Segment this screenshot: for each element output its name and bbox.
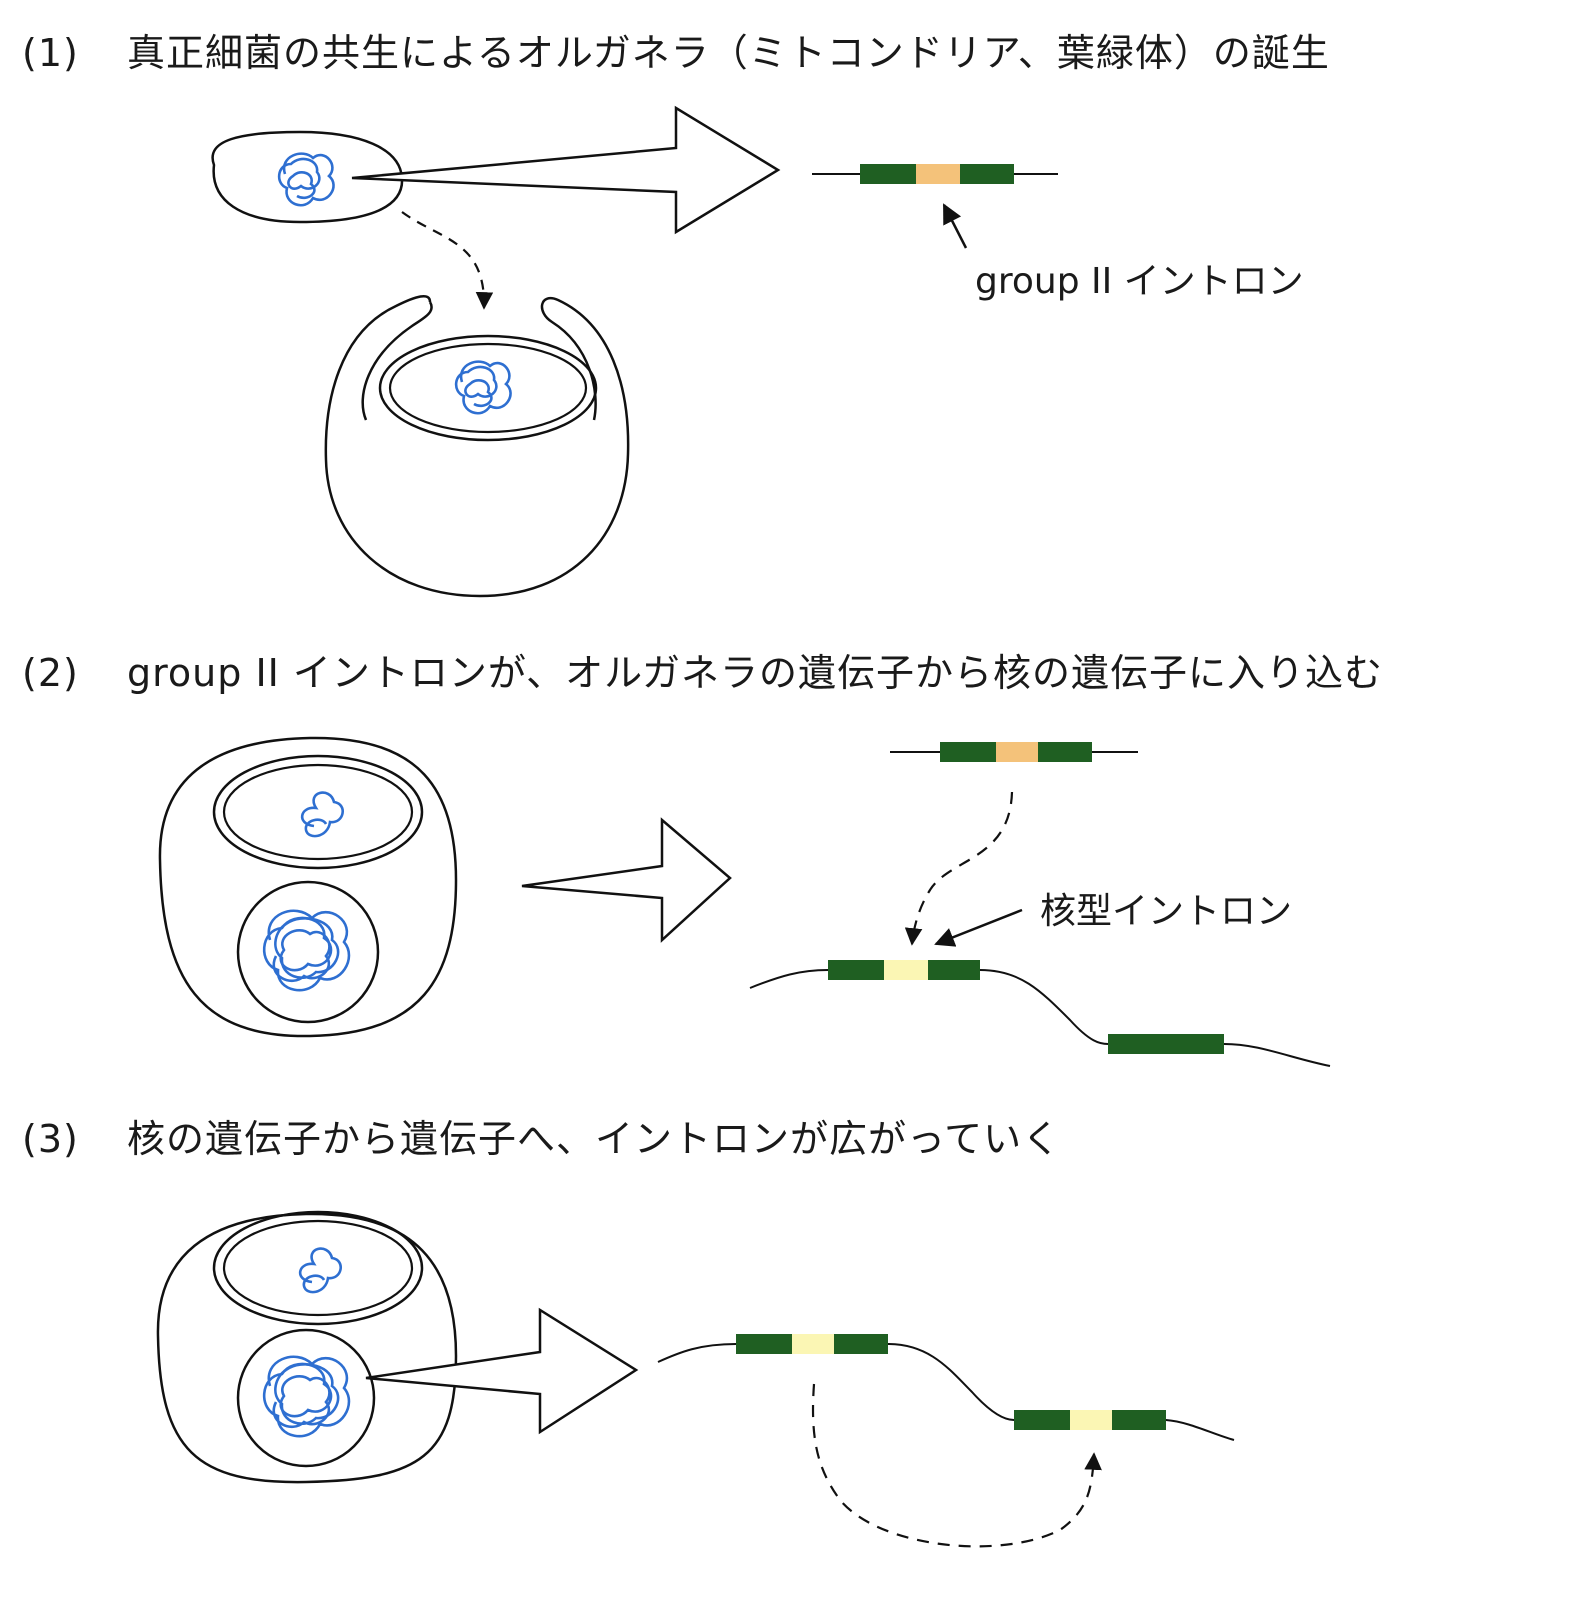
section-1-heading: (1) 真正細菌の共生によるオルガネラ（ミトコンドリア、葉緑体）の誕生 xyxy=(22,22,1330,77)
section-3-heading: (3) 核の遺伝子から遺伝子へ、イントロンが広がっていく xyxy=(22,1108,1061,1163)
big-arrow-2 xyxy=(521,817,732,943)
nuclear-intron-pointer xyxy=(934,908,1023,947)
section-2-number: (2) xyxy=(22,651,79,695)
eukaryotic-cell-3 xyxy=(156,1210,458,1484)
section-3-title: 核の遺伝子から遺伝子へ、イントロンが広がっていく xyxy=(127,1117,1062,1161)
group2-intron-label: group II イントロン xyxy=(975,261,1304,302)
nuclear-intron-label: 核型イントロン xyxy=(1040,891,1293,932)
organelle-gene-2 xyxy=(890,742,1138,762)
section-1-title: 真正細菌の共生によるオルガネラ（ミトコンドリア、葉緑体）の誕生 xyxy=(127,31,1330,75)
eukaryotic-cell-2 xyxy=(158,736,458,1038)
nuclear-gene-3 xyxy=(657,1334,1235,1441)
section-1-number: (1) xyxy=(22,31,79,75)
section-3-number: (3) xyxy=(22,1117,79,1161)
spread-dashed-arrow xyxy=(811,1383,1102,1548)
gene-1 xyxy=(812,164,1058,184)
section-2-title: group II イントロンが、オルガネラの遺伝子から核の遺伝子に入り込む xyxy=(127,651,1384,695)
section-2-heading: (2) group II イントロンが、オルガネラの遺伝子から核の遺伝子に入り込む xyxy=(22,642,1383,697)
host-cell-engulfing xyxy=(324,294,630,598)
nuclear-gene-2 xyxy=(749,960,1331,1067)
big-arrow-1 xyxy=(351,105,781,235)
big-arrow-3 xyxy=(365,1307,639,1435)
engulf-dashed-arrow xyxy=(401,211,494,310)
label-pointer-arrow-1 xyxy=(942,203,968,249)
insertion-dashed-arrow xyxy=(904,791,1014,946)
